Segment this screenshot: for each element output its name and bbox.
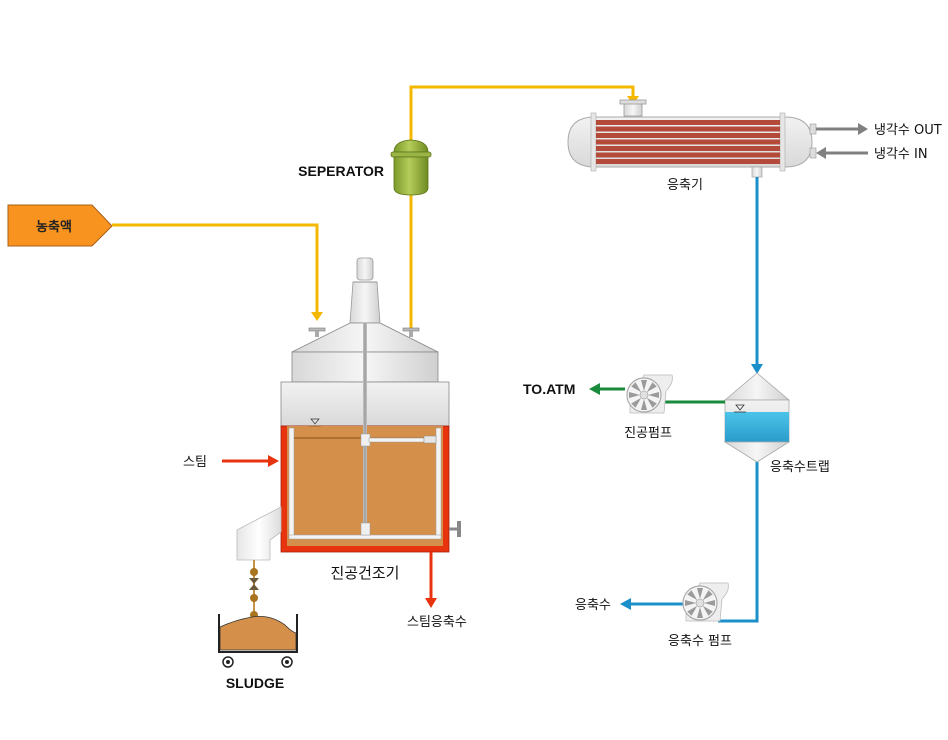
cooling-in-arrowhead xyxy=(816,147,826,159)
vacuum-lines xyxy=(598,387,725,404)
feed-arrowhead xyxy=(311,312,323,321)
condensate-trap-label: 응축수트랩 xyxy=(770,460,830,475)
cooling-water-lines: 냉각수 OUT 냉각수 IN xyxy=(816,123,942,162)
cooling-in-label: 냉각수 IN xyxy=(874,147,928,162)
steam-inlet: 스팀 xyxy=(183,455,279,470)
dryer-label: 진공건조기 xyxy=(330,564,399,582)
condensate-outlet-arrowhead xyxy=(620,598,631,610)
cooling-out-label: 냉각수 OUT xyxy=(874,123,942,138)
sludge-discharge xyxy=(236,506,282,619)
to-atm-label: TO.ATM xyxy=(523,381,575,397)
steam-condensate-label: 스팀응축수 xyxy=(407,615,467,630)
exhaust-arrowhead xyxy=(589,383,600,395)
feed-arrow-box xyxy=(7,204,113,247)
sludge-label: SLUDGE xyxy=(226,675,284,691)
steam-arrowhead xyxy=(268,455,279,467)
vapor-line-to-condenser xyxy=(409,85,635,140)
feed-line-to-dryer xyxy=(112,223,319,318)
vacuum-pump xyxy=(626,374,673,414)
separator-vessel: SEPERATOR xyxy=(298,139,432,196)
steam-condensate-outlet: 스팀응축수 xyxy=(407,552,467,630)
condensate-trap: 응축수트랩 xyxy=(723,372,830,475)
steam-label: 스팀 xyxy=(183,455,207,470)
cooling-out-arrowhead xyxy=(858,123,868,135)
vacuum-dryer: 진공건조기 xyxy=(280,257,461,582)
vacuum-pump-label: 진공펌프 xyxy=(624,426,672,441)
sludge-cart: SLUDGE xyxy=(218,614,298,691)
feed-label: 농축액 xyxy=(36,219,72,235)
trap-to-pump-line xyxy=(718,460,759,623)
condenser-tubes xyxy=(596,120,780,164)
feed-lines xyxy=(112,85,635,330)
condenser-label: 응축기 xyxy=(667,178,703,193)
feed-inlet: 농축액 xyxy=(7,204,113,247)
condensate-pump-label: 응축수 펌프 xyxy=(668,634,732,649)
separator-label: SEPERATOR xyxy=(298,163,384,179)
condensate-arrowhead-down xyxy=(751,364,763,374)
condensate-outlet-label: 응축수 xyxy=(575,598,611,613)
condensate-pump xyxy=(682,582,729,622)
condenser: 응축기 xyxy=(567,99,817,193)
steam-condensate-arrowhead xyxy=(425,598,437,608)
condensate-lines xyxy=(630,177,759,623)
